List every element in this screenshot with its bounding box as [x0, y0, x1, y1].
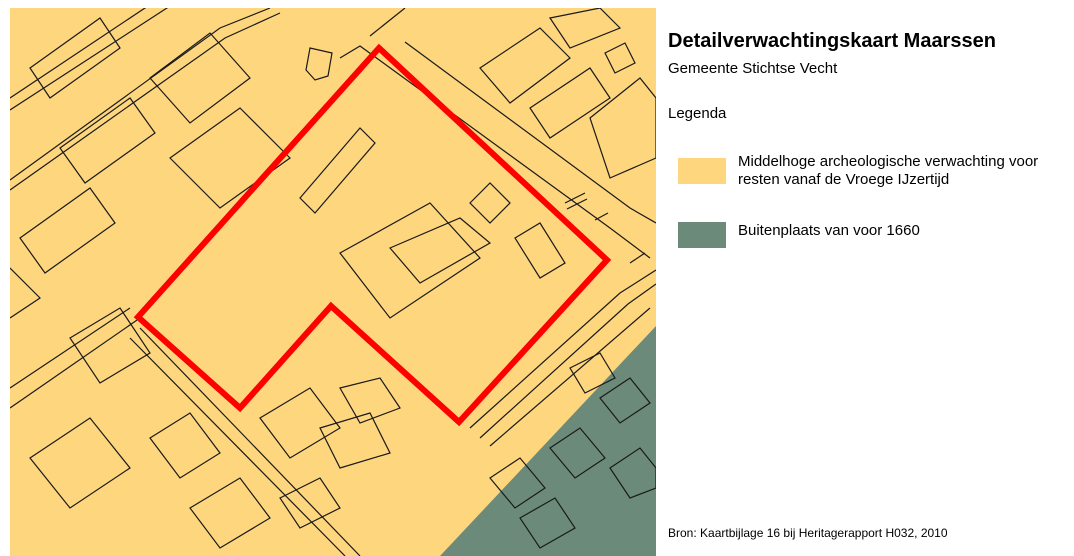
- cadastral-lines: [10, 8, 656, 556]
- legend-heading: Legenda: [668, 105, 727, 122]
- source-credit: Bron: Kaartbijlage 16 bij Heritagerappor…: [668, 526, 948, 540]
- legend-item-label: Buitenplaats van voor 1660: [738, 222, 920, 239]
- study-area-boundary: [133, 43, 612, 427]
- legend-item-label: Middelhoge archeologische verwachting vo…: [738, 153, 1039, 188]
- expectation-swatch: [678, 158, 726, 184]
- buitenplaats-swatch: [678, 222, 726, 248]
- map-canvas[interactable]: [10, 8, 656, 556]
- map-svg: [10, 8, 656, 556]
- buitenplaats-area: [440, 326, 656, 556]
- map-subtitle: Gemeente Stichtse Vecht: [668, 60, 838, 77]
- map-title: Detailverwachtingskaart Maarssen: [668, 30, 996, 52]
- legend-panel: Detailverwachtingskaart Maarssen Gemeent…: [668, 0, 1074, 556]
